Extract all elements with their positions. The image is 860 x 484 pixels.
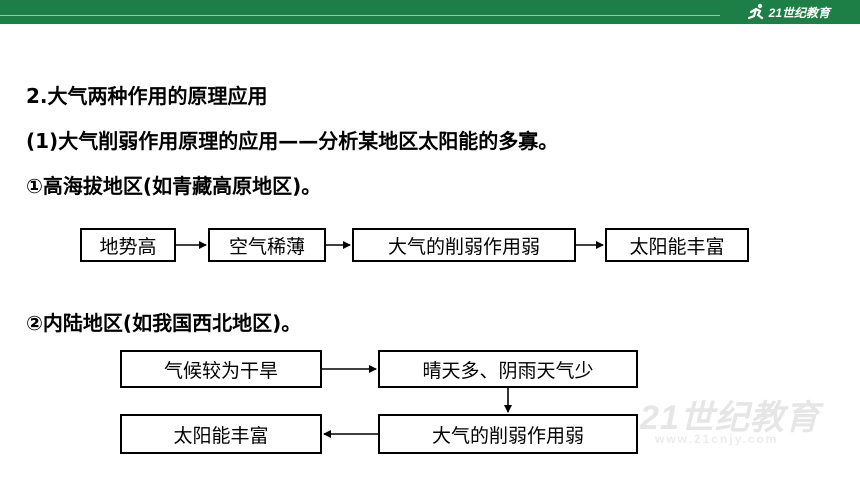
flow1-box-1: 地势高 xyxy=(80,228,176,262)
watermark-logo: 21世纪教育 xyxy=(640,399,820,437)
flow2-box-2: 晴天多、阴雨天气少 xyxy=(378,350,638,388)
flow2-box-4: 太阳能丰富 xyxy=(120,414,322,454)
flow2-box-1: 气候较为干旱 xyxy=(120,350,322,388)
watermark-url: www.21cnjy.com xyxy=(655,432,779,446)
case1-title: ①高海拔地区(如青藏高原地区)。 xyxy=(26,174,322,198)
logo-text: 21世纪教育 xyxy=(768,5,830,20)
case2-title: ②内陆地区(如我国西北地区)。 xyxy=(26,311,302,335)
header-divider xyxy=(0,15,720,16)
flow1-box-2: 空气稀薄 xyxy=(208,228,326,262)
flow1-box-4: 太阳能丰富 xyxy=(605,228,749,262)
runner-icon xyxy=(747,3,767,21)
section-heading: 2.大气两种作用的原理应用 xyxy=(26,84,268,108)
subsection-heading: (1)大气削弱作用原理的应用——分析某地区太阳能的多寡。 xyxy=(26,129,559,153)
site-logo[interactable]: 21世纪教育 xyxy=(747,2,830,22)
flow1-box-3: 大气的削弱作用弱 xyxy=(352,228,576,262)
flow2-box-3: 大气的削弱作用弱 xyxy=(378,414,638,454)
header-bar: 21世纪教育 xyxy=(0,0,860,24)
